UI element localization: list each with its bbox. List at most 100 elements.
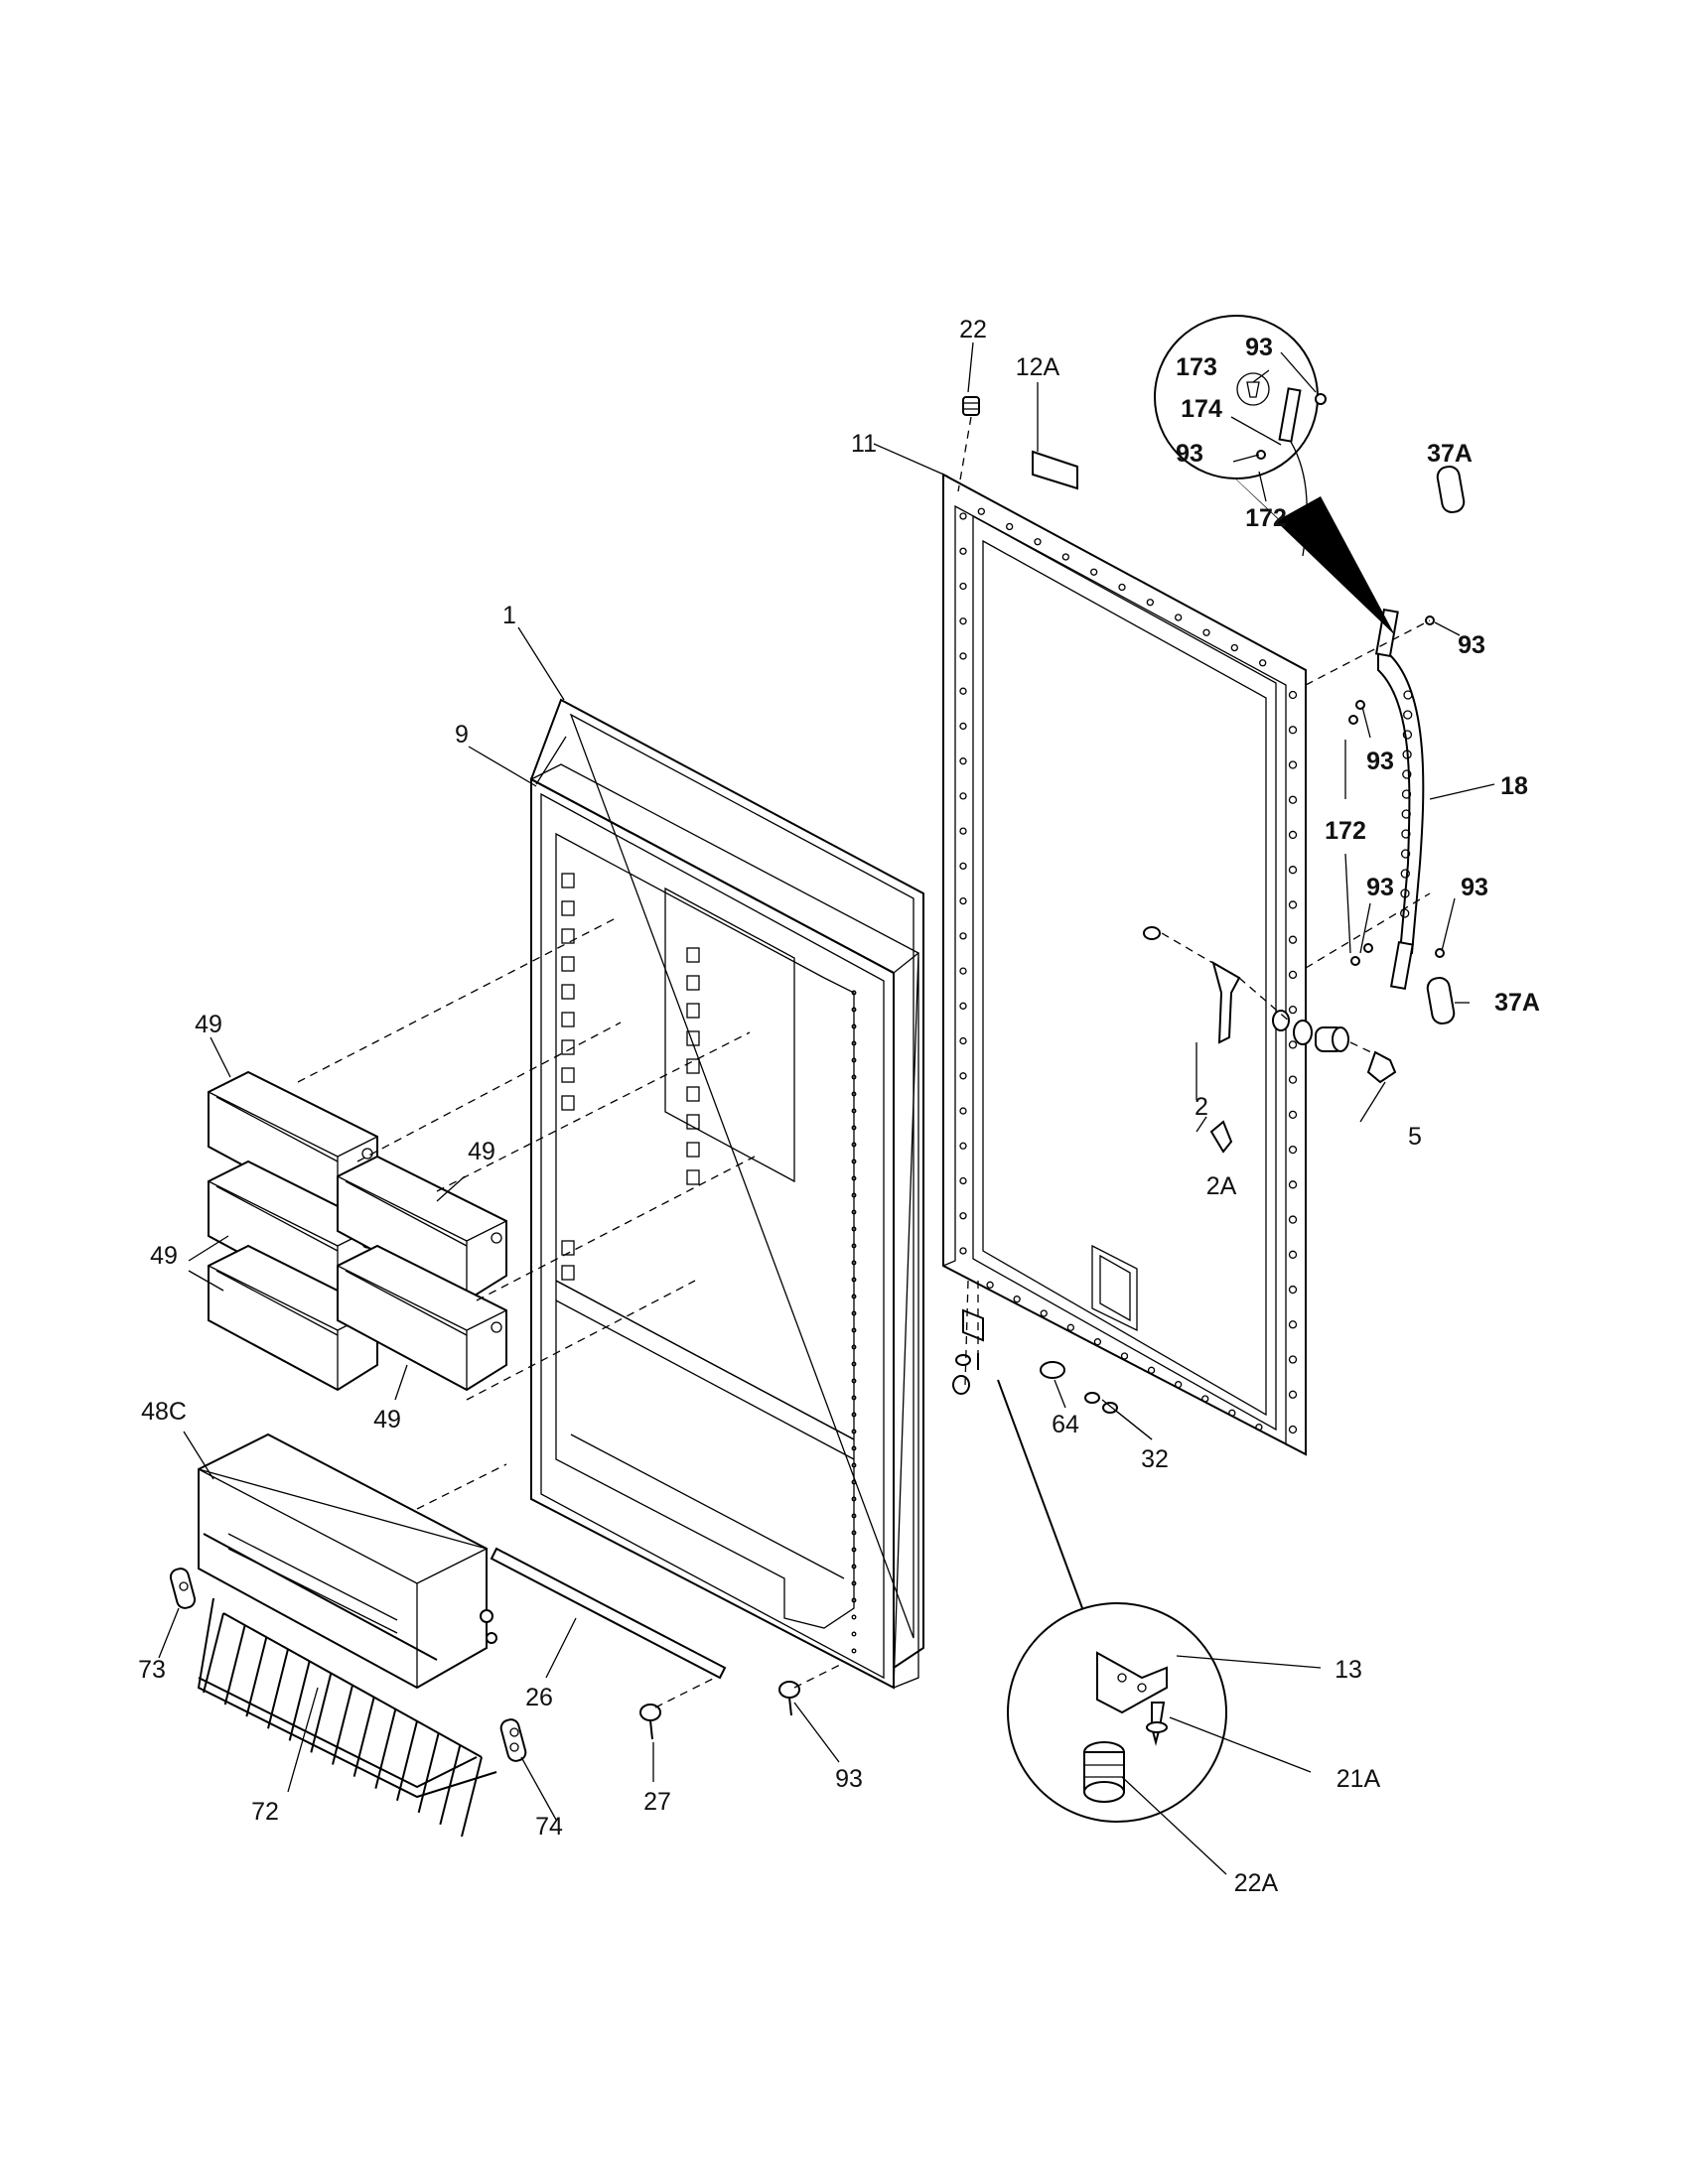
door-hole [959, 687, 967, 695]
door-hole [977, 507, 985, 515]
handle-holes [1400, 690, 1413, 918]
door-hole [1288, 935, 1298, 944]
label-73: 73 [138, 1656, 166, 1684]
liner-tab [686, 1086, 700, 1102]
rack-wire [396, 1720, 418, 1801]
detail-pointer-line [997, 1379, 1083, 1609]
handle-hole [1401, 809, 1411, 819]
door-hole [1175, 1381, 1183, 1389]
gasket-rivet [851, 1412, 857, 1418]
label-93-b: 93 [1176, 440, 1203, 468]
gasket-rivet [851, 1530, 857, 1536]
gasket-rivet [851, 1462, 857, 1468]
label-64: 64 [1052, 1411, 1079, 1438]
rack-wire [310, 1673, 333, 1753]
label-22: 22 [959, 316, 987, 343]
rack-wire [288, 1661, 311, 1741]
door-hole [959, 757, 967, 765]
door-hole [1066, 1323, 1074, 1331]
gasket-rivet [851, 1175, 857, 1181]
label-22A: 22A [1234, 1869, 1279, 1897]
label-37A-b: 37A [1494, 989, 1540, 1017]
door-hole [959, 617, 967, 625]
handle-hole [1402, 730, 1413, 740]
liner-tab [561, 928, 575, 944]
gasket-rivet [851, 1597, 857, 1603]
liner-tab [686, 1169, 700, 1185]
door-hole [959, 1107, 967, 1115]
liner-tab [686, 1003, 700, 1019]
gasket-rivet [851, 990, 857, 996]
trim-strip-26 [490, 1547, 727, 1680]
gasket-rivet [851, 1260, 857, 1266]
gasket-rivet [851, 1378, 857, 1384]
liner-tab [561, 1012, 575, 1027]
label-1: 1 [502, 602, 516, 629]
liner-tab [686, 975, 700, 991]
label-12A: 12A [1016, 353, 1060, 381]
gasket-rivet [851, 1327, 857, 1333]
door-hole [1288, 1390, 1298, 1399]
rack-wire [417, 1732, 440, 1814]
door-hole [959, 1142, 967, 1150]
clip-74 [499, 1718, 527, 1762]
handle-detail-circle [1154, 315, 1395, 635]
label-93-a: 93 [1245, 334, 1273, 361]
gasket-rivet [851, 1125, 857, 1131]
gasket-rivet [851, 1614, 857, 1620]
gasket-rivet [851, 1057, 857, 1063]
door-hole [1288, 900, 1298, 909]
door-hole [1013, 1296, 1021, 1303]
door-hole [1255, 1424, 1263, 1432]
door-hole [1288, 866, 1298, 875]
liner-tab [561, 1240, 575, 1256]
liner-tab [561, 1039, 575, 1055]
wire-rack-72 [197, 1597, 497, 1838]
door-hole [959, 896, 967, 905]
label-93-d: 93 [1366, 748, 1394, 775]
door-gasket [529, 698, 924, 1670]
liner-tab [686, 1058, 700, 1074]
door-hole [1034, 538, 1042, 546]
label-93-f: 93 [1461, 874, 1488, 901]
label-172-a: 172 [1245, 504, 1287, 532]
gasket-rivet [851, 1159, 857, 1164]
liner-tab [686, 947, 700, 963]
gasket-rivet [851, 1580, 857, 1586]
door-hole [1147, 1366, 1156, 1374]
door-hole [959, 512, 967, 520]
plug-22 [962, 396, 980, 416]
gasket-rivet [851, 1007, 857, 1013]
end-cap-37A-bottom [1426, 977, 1456, 1024]
gasket-rivet [851, 1024, 857, 1029]
label-21A: 21A [1336, 1765, 1381, 1793]
gasket-rivet [851, 1429, 857, 1434]
door-hole [1288, 1040, 1298, 1049]
gasket-rivet [851, 1395, 857, 1401]
gasket-rivet [851, 1496, 857, 1502]
gasket-rivet [851, 1108, 857, 1114]
door-hole [959, 1212, 967, 1220]
door-hole [959, 1176, 967, 1185]
rack-wire [223, 1624, 246, 1706]
label-9: 9 [455, 721, 469, 749]
gasket-rivet [851, 1277, 857, 1283]
assembly-dash-lines [297, 416, 1431, 1708]
door-hole [1175, 614, 1183, 621]
door-hole [959, 1247, 967, 1255]
door-hole [1288, 1110, 1298, 1120]
label-74: 74 [535, 1813, 563, 1841]
gasket-rivet [851, 1091, 857, 1097]
large-bin-48C [198, 1433, 497, 1690]
liner-tab [561, 956, 575, 972]
door-hole [959, 932, 967, 940]
liner-tab [686, 1114, 700, 1130]
door-hole [959, 1002, 967, 1010]
door-hole [1228, 1409, 1236, 1417]
gasket-rivet [851, 1074, 857, 1080]
handle-hole [1400, 908, 1410, 918]
gasket-rivet [851, 1564, 857, 1570]
door-hole [1288, 1005, 1298, 1015]
handle-hole [1401, 829, 1411, 839]
